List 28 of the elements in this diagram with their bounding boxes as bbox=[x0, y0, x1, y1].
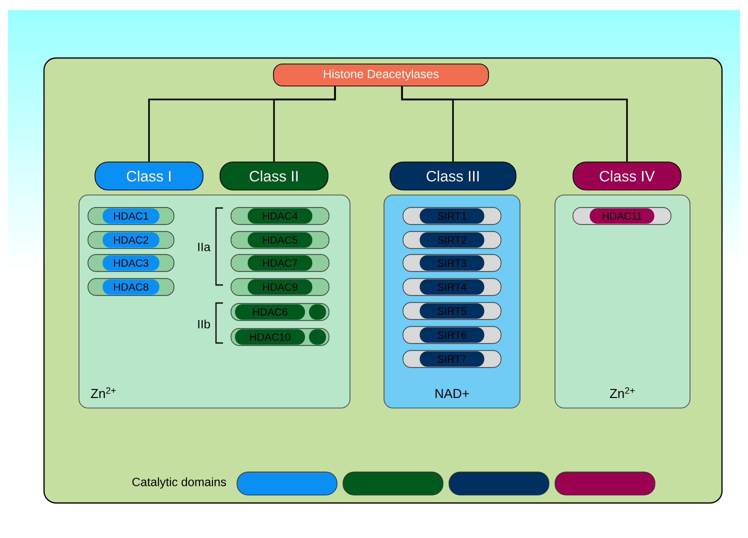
protein-pill: SIRT1 bbox=[402, 207, 502, 225]
protein-pill: HDAC1 bbox=[88, 207, 174, 225]
class-box: Class I bbox=[94, 162, 204, 190]
protein-pill: HDAC7 bbox=[230, 254, 330, 272]
class-box: Class III bbox=[390, 162, 516, 190]
class-box: Class IV bbox=[572, 162, 682, 190]
subclass-label: IIb bbox=[198, 320, 210, 328]
legend-label: Catalytic domains bbox=[132, 477, 226, 489]
protein-pill: SIRT6 bbox=[402, 326, 502, 344]
protein-pill: SIRT2 bbox=[402, 231, 502, 249]
protein-pill: SIRT5 bbox=[402, 302, 502, 320]
protein-pill: HDAC2 bbox=[88, 231, 174, 249]
protein-pill: HDAC9 bbox=[230, 278, 330, 296]
connector-line bbox=[273, 86, 336, 162]
connector-line bbox=[401, 86, 628, 162]
protein-pill: SIRT3 bbox=[402, 254, 502, 272]
protein-pill: HDAC5 bbox=[230, 231, 330, 249]
title-box: Histone Deacetylases bbox=[273, 64, 489, 86]
subclass-label: IIa bbox=[198, 242, 210, 252]
protein-pill: HDAC11 bbox=[572, 207, 672, 225]
protein-pill: HDAC6 bbox=[230, 303, 330, 321]
protein-pill: SIRT7 bbox=[402, 350, 502, 368]
protein-pill: HDAC8 bbox=[88, 278, 174, 296]
class-box: Class II bbox=[220, 162, 328, 190]
protein-pill: SIRT4 bbox=[402, 278, 502, 296]
protein-pill: HDAC10 bbox=[230, 328, 330, 346]
protein-pill: HDAC3 bbox=[88, 254, 174, 272]
protein-pill: HDAC4 bbox=[230, 207, 330, 225]
